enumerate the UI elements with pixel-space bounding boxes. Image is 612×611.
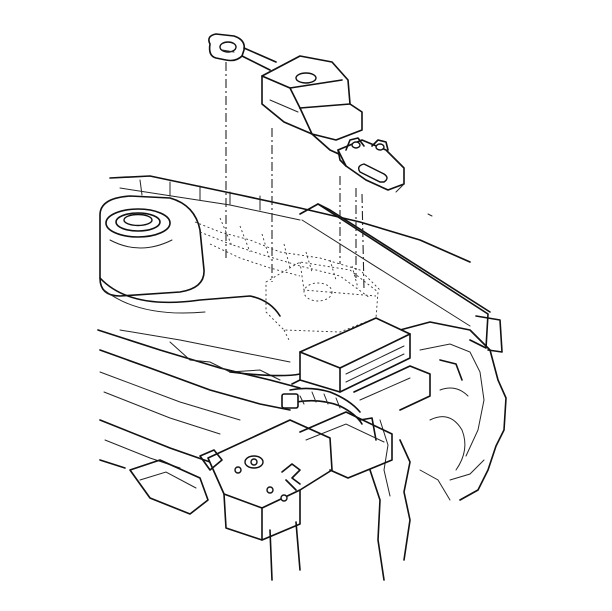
module-cover-installed-ghost <box>265 261 379 343</box>
front-mounting-bracket <box>129 365 431 581</box>
module-cover <box>261 55 363 161</box>
fender-apron <box>97 175 471 469</box>
bracket-strap <box>208 33 277 71</box>
slotted-mount-bracket <box>337 137 405 193</box>
leader-mark <box>427 213 433 217</box>
underhood-relay-module <box>291 317 411 393</box>
strut-tower <box>99 195 301 377</box>
radiator-support <box>299 203 507 581</box>
assembly-guide-lines <box>225 62 365 291</box>
